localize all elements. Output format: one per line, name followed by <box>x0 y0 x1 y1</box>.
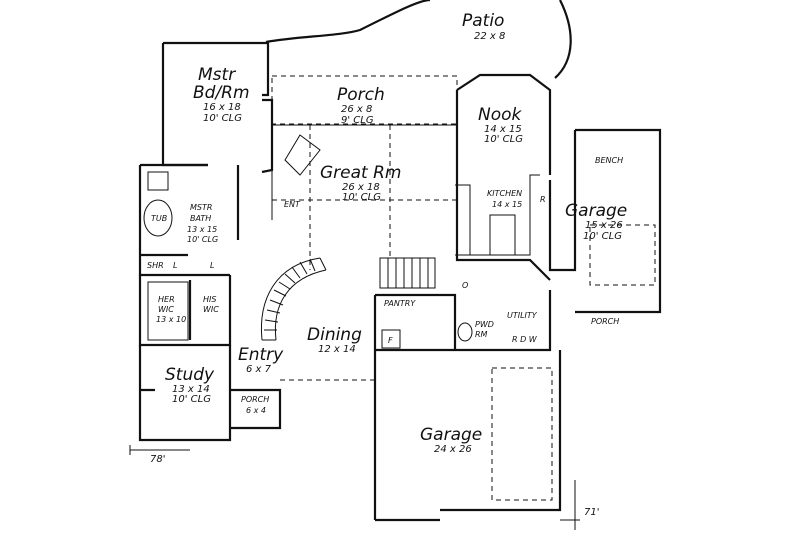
entry-name: Entry <box>238 345 284 365</box>
great-rm-clg: 10' CLG <box>342 192 381 203</box>
kitchen-name: KITCHEN <box>487 189 522 198</box>
mstr-bath-dims: 13 x 15 <box>187 225 217 234</box>
bench-label: BENCH <box>595 156 623 165</box>
toilet-shape <box>147 171 169 191</box>
porch-rear-name: Porch <box>337 85 385 105</box>
mstr-bdrm-clg: 10' CLG <box>203 113 242 124</box>
mstr-bath-clg: 10' CLG <box>187 235 218 244</box>
pwd-toilet <box>457 322 473 342</box>
garage-main-dims: 24 x 26 <box>434 444 472 455</box>
dim-line-left <box>129 445 190 455</box>
o-label: O <box>462 281 468 290</box>
porch-front-name: PORCH <box>241 395 269 404</box>
study-name: Study <box>165 365 215 385</box>
patio-name: Patio <box>462 11 504 31</box>
dining-name: Dining <box>307 325 362 345</box>
her-wic-line1: HER <box>158 295 175 304</box>
r-label: R <box>540 195 546 204</box>
tub-shape <box>143 199 173 237</box>
wic-walls <box>138 275 232 347</box>
her-wic-line2: WIC <box>158 305 174 314</box>
mstr-bath-line1: MSTR <box>190 203 212 212</box>
tub-label: TUB <box>151 214 167 223</box>
dim-line-right <box>560 480 580 530</box>
study-clg: 10' CLG <box>172 394 211 405</box>
great-rm-dash <box>272 125 457 270</box>
utility-label: UTILITY <box>507 311 538 320</box>
kitchen-counter <box>455 174 540 256</box>
ent-label: ENT <box>284 200 301 209</box>
his-wic-line2: WIC <box>203 305 219 314</box>
main-garage-bay <box>491 367 553 501</box>
porch-rear-dims: 26 x 8 <box>341 104 372 115</box>
side-garage-walls <box>548 128 662 314</box>
l1-label: L <box>173 261 177 270</box>
rdw-label: R D W <box>512 335 538 344</box>
kitchen-dims: 14 x 15 <box>492 200 522 209</box>
porch-rear-clg: 9' CLG <box>341 115 374 126</box>
garage-side-clg: 10' CLG <box>583 231 622 242</box>
mstr-bdrm-line2: Bd/Rm <box>193 83 250 103</box>
l2-label: L <box>210 261 214 270</box>
main-garage-walls <box>375 350 562 522</box>
his-wic-line1: HIS <box>203 295 216 304</box>
side-garage-bay <box>589 224 656 286</box>
straight-stair-treads <box>387 258 429 288</box>
nook-walls <box>455 73 552 281</box>
mstr-bath-line2: BATH <box>190 214 211 223</box>
f-label: F <box>388 336 393 345</box>
pantry-walls <box>373 290 552 520</box>
garage-side-dims: 15 x 26 <box>585 220 623 231</box>
curved-stair <box>260 257 327 341</box>
pwd-rm-line2: RM <box>475 330 488 339</box>
dim-right-label: 71' <box>584 507 599 518</box>
patio-outline <box>265 0 572 79</box>
porch-utility-label: PORCH <box>591 317 619 326</box>
mstr-bdrm-dims: 16 x 18 <box>203 102 241 113</box>
garage-side-name: Garage <box>565 201 627 221</box>
garage-main-name: Garage <box>420 425 482 445</box>
her-wic-inner <box>147 281 189 341</box>
great-rm-walls <box>271 124 457 220</box>
stair-treads <box>264 258 316 331</box>
front-porch-walls <box>230 388 282 430</box>
straight-stair <box>379 257 436 289</box>
dim-left-label: 78' <box>150 454 165 465</box>
study-dims: 13 x 14 <box>172 384 210 395</box>
pwd-rm-line1: PWD <box>475 320 494 329</box>
porch-front-dims: 6 x 4 <box>246 406 266 415</box>
nook-name: Nook <box>478 105 523 125</box>
great-rm-dims: 26 x 18 <box>342 182 380 193</box>
entry-dims: 6 x 7 <box>246 364 272 375</box>
dining-dims: 12 x 14 <box>318 344 356 355</box>
patio-dims: 22 x 8 <box>474 31 505 42</box>
nook-clg: 10' CLG <box>484 134 523 145</box>
great-rm-name: Great Rm <box>320 163 401 183</box>
her-wic-dims: 13 x 10 <box>156 315 186 324</box>
nook-dims: 14 x 15 <box>484 124 522 135</box>
mstr-bdrm-line1: Mstr <box>198 65 236 85</box>
shr-label: SHR <box>147 261 164 270</box>
study-walls <box>138 345 232 442</box>
f-box <box>381 329 401 349</box>
pantry-label: PANTRY <box>384 299 416 308</box>
